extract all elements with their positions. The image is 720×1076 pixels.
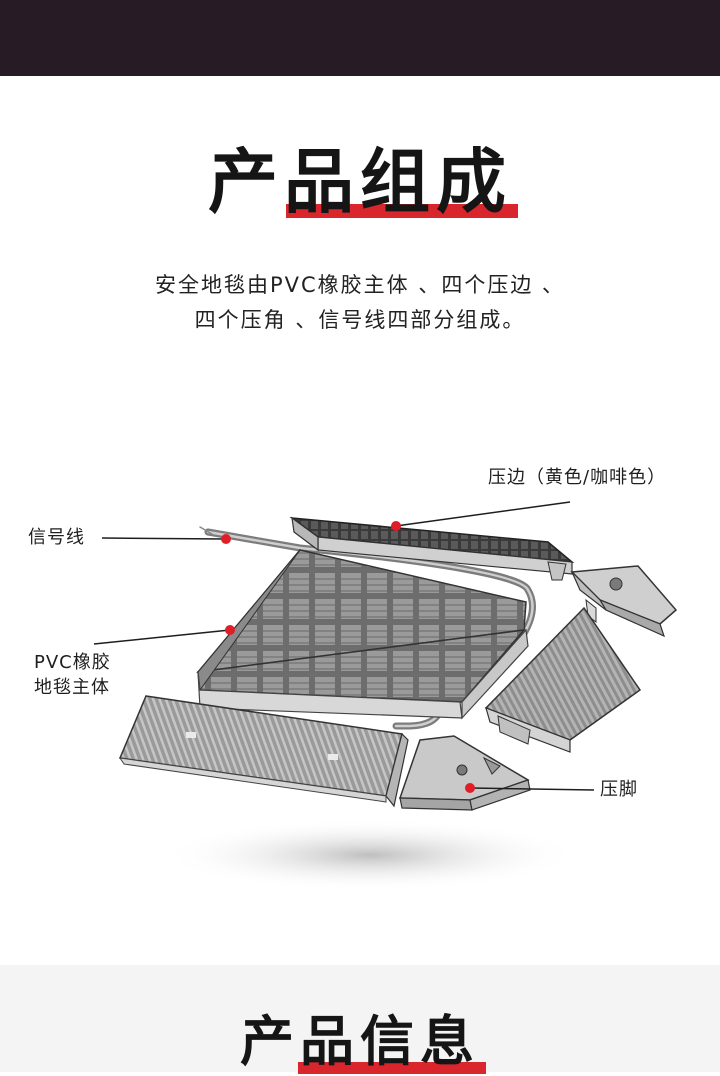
description-line-2: 四个压角 、信号线四部分组成。 <box>194 308 526 332</box>
signal-wire <box>199 526 536 730</box>
section-title-composition: 产品组成 <box>0 140 720 224</box>
label-signal-wire: 信号线 <box>28 527 85 548</box>
marker-body <box>225 625 235 635</box>
marker-signal-wire <box>221 534 231 544</box>
leader-signal-wire <box>101 537 227 540</box>
floor-shadow <box>160 819 580 891</box>
edge-strip-left <box>118 695 409 808</box>
label-foot: 压脚 <box>600 779 638 800</box>
composition-description: 安全地毯由PVC橡胶主体 、四个压边 、 四个压角 、信号线四部分组成。 <box>0 268 720 338</box>
label-edge-strip: 压边（黄色/咖啡色） <box>488 467 667 488</box>
edge-strip-top <box>289 516 575 581</box>
callout-markers <box>221 521 475 793</box>
marker-edge <box>391 521 401 531</box>
top-bar <box>0 0 720 76</box>
title-underline <box>298 1062 486 1074</box>
label-mat-body: PVC橡胶 地毯主体 <box>34 650 111 700</box>
leader-edge <box>395 501 571 527</box>
diagram-illustration <box>93 501 678 891</box>
marker-foot <box>465 783 475 793</box>
exploded-product-diagram: 压边（黄色/咖啡色） 信号线 PVC橡胶 地毯主体 压脚 <box>0 440 720 900</box>
edge-strip-right <box>484 606 642 753</box>
leader-body <box>93 629 231 645</box>
callout-lines <box>93 501 595 791</box>
corner-piece-bottom <box>398 735 531 811</box>
bottom-band <box>0 965 720 1072</box>
label-mat-body-line1: PVC橡胶 <box>34 652 111 673</box>
section-title-info: 产品信息 <box>0 1008 720 1076</box>
description-line-1: 安全地毯由PVC橡胶主体 、四个压边 、 <box>154 273 566 297</box>
pvc-mat-body <box>196 549 529 720</box>
corner-piece-top <box>570 565 678 638</box>
label-mat-body-line2: 地毯主体 <box>34 677 110 698</box>
leader-foot <box>469 787 595 791</box>
section-title-text: 产品信息 <box>240 1010 480 1073</box>
title-underline <box>286 204 518 218</box>
section-title-text: 产品组成 <box>208 141 512 223</box>
